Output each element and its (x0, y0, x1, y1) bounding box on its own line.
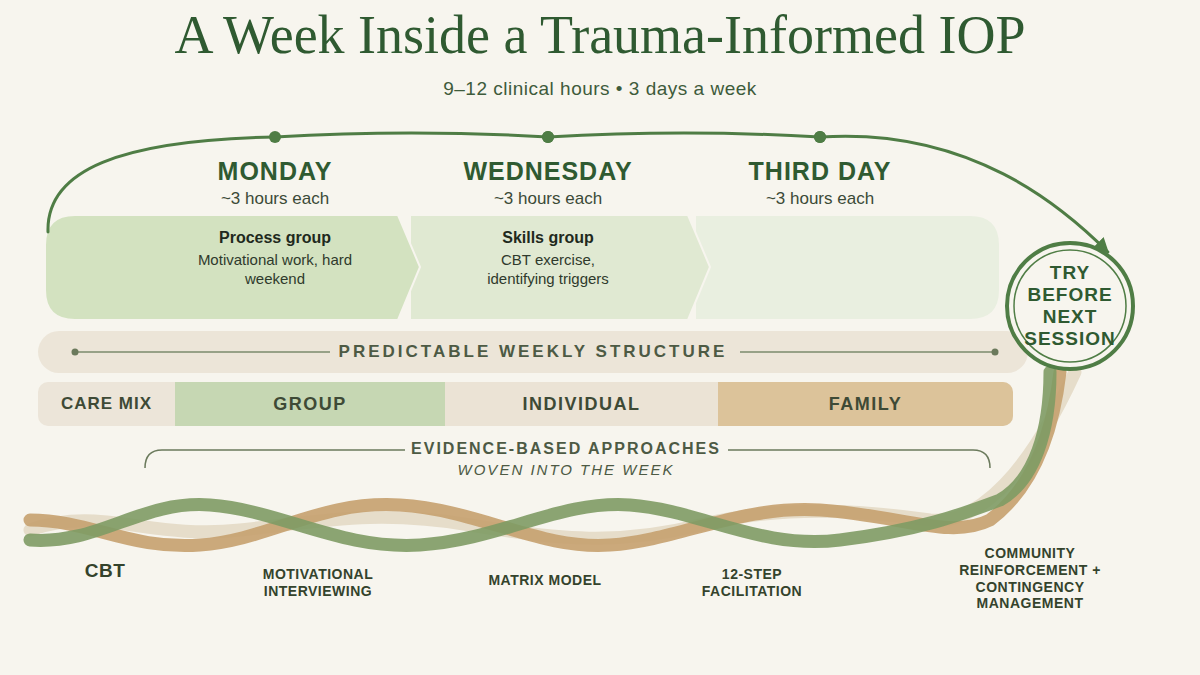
day-heading: THIRD DAY (670, 157, 970, 186)
care-segment: FAMILY (718, 382, 1013, 426)
bracket (728, 450, 990, 468)
care-mix-label: CARE MIX (38, 382, 175, 426)
care-mix-bar: CARE MIX GROUP INDIVIDUAL FAMILY (38, 382, 1013, 426)
day-heading: WEDNESDAY (398, 157, 698, 186)
timeline-dot (814, 131, 826, 143)
session-detail: Motivational work, hard weekend (193, 251, 358, 289)
text-label: CBT (45, 560, 165, 583)
session-title: Process group (165, 229, 385, 247)
segment-text: INDIVIDUAL (523, 394, 641, 415)
chevron-fill (410, 215, 710, 320)
session-detail: CBT exercise, identifying triggers (466, 251, 631, 289)
text-label: MOTIVATIONAL INTERVIEWING (243, 566, 393, 600)
action-circle: TRY BEFORE NEXT SESSION (1004, 240, 1136, 372)
day-heading: MONDAY (125, 157, 425, 186)
day-duration: ~3 hours each (398, 189, 698, 209)
day-duration: ~3 hours each (125, 189, 425, 209)
text-label: MATRIX MODEL (445, 572, 645, 589)
timeline-connector (275, 133, 548, 137)
approach-strand (30, 372, 1050, 545)
timeline-dot (814, 131, 826, 143)
care-segment: GROUP (175, 382, 445, 426)
circle-inner-ring (1014, 250, 1126, 362)
day-duration: ~3 hours each (670, 189, 970, 209)
timeline-dot (542, 131, 554, 143)
segment-text: FAMILY (829, 394, 902, 415)
approach-strand (30, 372, 1060, 546)
timeline-dot (269, 131, 281, 143)
care-segment: INDIVIDUAL (445, 382, 718, 426)
rule-dot (992, 349, 999, 356)
timeline-connector (548, 133, 820, 137)
diagram-title: A Week Inside a Trauma-Informed IOP (0, 4, 1200, 66)
text-label: COMMUNITY REINFORCEMENT + CONTINGENCY MA… (948, 545, 1113, 612)
text-label: WOVEN INTO THE WEEK (406, 461, 726, 478)
text-label: 12-STEP FACILITATION (690, 566, 815, 600)
text-label: 9–12 clinical hours • 3 days a week (250, 78, 950, 100)
circle-text: TRY BEFORE NEXT SESSION (1020, 262, 1120, 349)
rule-dot (72, 349, 79, 356)
circle-text-wrap: TRY BEFORE NEXT SESSION (1004, 240, 1136, 372)
text-label: EVIDENCE-BASED APPROACHES (356, 440, 776, 458)
session-title: Skills group (438, 229, 658, 247)
chevron-fill (45, 215, 420, 320)
chevron-fill (695, 215, 1000, 320)
band-text: PREDICTABLE WEEKLY STRUCTURE (339, 342, 728, 362)
day-column: THIRD DAY~3 hours each (695, 137, 1000, 322)
bracket (145, 450, 405, 468)
day-column: WEDNESDAY~3 hours eachSkills groupCBT ex… (410, 137, 700, 322)
circle-outer-ring (1007, 243, 1133, 369)
band-rule (75, 351, 330, 353)
segment-text: GROUP (273, 394, 347, 415)
band-rule (740, 351, 995, 353)
timeline-dot (542, 131, 554, 143)
